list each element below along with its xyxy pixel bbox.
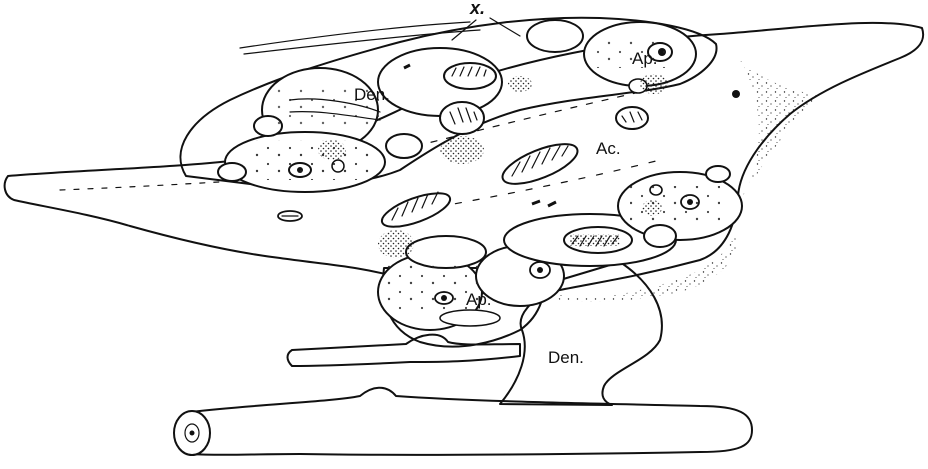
label-den-lower: Den. <box>548 348 584 367</box>
lower-cell-cluster <box>378 166 742 330</box>
label-ap-lower: Ap. <box>466 290 492 309</box>
label-ap-top: Ap. <box>632 49 658 68</box>
side-branch <box>288 335 521 366</box>
label-den-upper: Den. <box>354 85 390 104</box>
label-x: x. <box>469 0 485 18</box>
label-ac: Ac. <box>596 139 621 158</box>
lower-dendrite-trunk <box>174 388 752 455</box>
